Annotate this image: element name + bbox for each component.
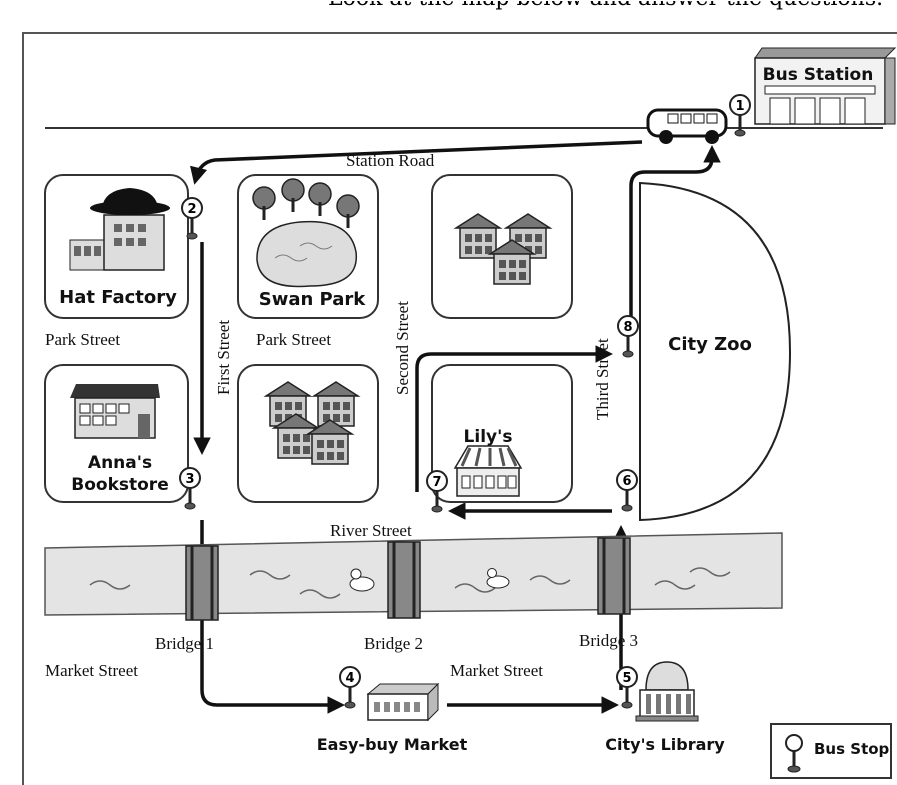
bridge-3 (597, 537, 631, 615)
map-frame (22, 32, 897, 785)
bus-stop-1: 1 (729, 94, 751, 137)
annas-label-1: Anna's (88, 453, 152, 473)
city-zoo: City Zoo (639, 181, 792, 522)
market-street-label-right: Market Street (450, 661, 543, 680)
stop-number-7: 7 (432, 475, 441, 490)
citys-library: City's Library (605, 661, 725, 754)
station-road-label: Station Road (346, 151, 435, 170)
bridge-1-label: Bridge 1 (155, 634, 214, 653)
stop-number-4: 4 (345, 671, 354, 686)
annas-label-2: Bookstore (71, 475, 168, 495)
instruction-text: Look at the map below and answer the que… (328, 1, 883, 11)
block-hat-factory: Hat Factory (44, 174, 189, 319)
bus-station: Bus Station (754, 47, 897, 125)
stop-number-6: 6 (622, 474, 631, 489)
bridge-3-label: Bridge 3 (579, 631, 638, 650)
bus-icon (646, 108, 728, 144)
bus-stop-5: 5 (616, 666, 638, 709)
block-annas-bookstore: Anna's Bookstore (44, 364, 189, 503)
bus-stop-7: 7 (426, 470, 448, 513)
block-houses-south (237, 364, 379, 503)
bridge-2 (387, 541, 421, 619)
stop-number-8: 8 (623, 320, 632, 335)
duck-icon-1 (349, 568, 375, 592)
stop-number-3: 3 (185, 472, 194, 487)
legend: Bus Stop (770, 723, 892, 779)
bridge-2-label: Bridge 2 (364, 634, 423, 653)
easy-buy-market-label: Easy-buy Market (317, 735, 468, 754)
bridge-1 (185, 545, 219, 621)
duck-icon-2 (486, 568, 510, 589)
bus-stop-4: 4 (339, 666, 361, 709)
lilys-label: Lily's (464, 427, 513, 447)
stop-number-2: 2 (187, 202, 196, 217)
hat-factory-label: Hat Factory (59, 287, 177, 308)
block-lilys: Lily's (431, 364, 573, 503)
bus-stop-8: 8 (617, 315, 639, 358)
market-street-label-left: Market Street (45, 661, 138, 680)
third-street-label: Third Street (593, 338, 612, 420)
bus-station-label: Bus Station (763, 65, 874, 85)
bus-stop-icon (785, 734, 803, 773)
stop-number-1: 1 (735, 99, 744, 114)
bus-stop-3: 3 (179, 467, 201, 510)
bus-stop-6: 6 (616, 469, 638, 512)
easy-buy-market: Easy-buy Market (317, 682, 468, 754)
legend-label: Bus Stop (814, 740, 890, 758)
bus-stop-2: 2 (181, 197, 203, 240)
first-street-label: First Street (214, 320, 233, 395)
second-street-label: Second Street (393, 301, 412, 395)
cropped-instruction-text: Look at the map below and answer the que… (328, 1, 883, 11)
block-houses-north (431, 174, 573, 319)
stop-number-5: 5 (622, 671, 631, 686)
city-zoo-label: City Zoo (668, 334, 752, 355)
park-street-label-left: Park Street (45, 330, 120, 349)
block-swan-park: Swan Park (237, 174, 379, 319)
park-street-label-mid: Park Street (256, 330, 331, 349)
citys-library-label: City's Library (605, 735, 725, 754)
river-street-label: River Street (330, 521, 412, 540)
swan-park-label: Swan Park (259, 289, 367, 310)
